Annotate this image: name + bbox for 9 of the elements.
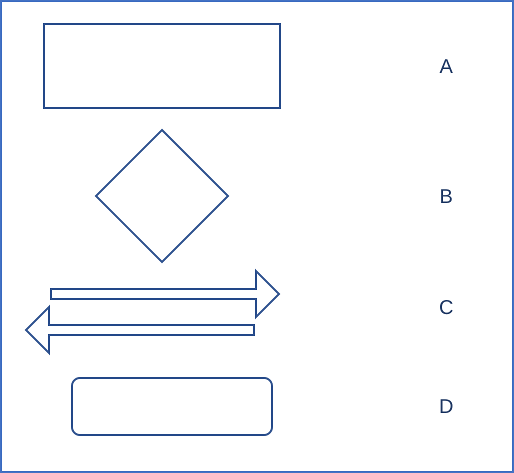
letter-label: C bbox=[439, 296, 454, 320]
diamond-shape bbox=[96, 130, 228, 262]
letter-label: A bbox=[440, 56, 453, 78]
letter-label: B bbox=[440, 186, 453, 208]
block-arrow-symbol bbox=[51, 271, 279, 317]
letter-label: D bbox=[439, 396, 454, 418]
block-arrow-symbol bbox=[26, 307, 254, 353]
rounded-rectangle-shape bbox=[72, 378, 272, 435]
rectangle-shape bbox=[44, 24, 280, 108]
